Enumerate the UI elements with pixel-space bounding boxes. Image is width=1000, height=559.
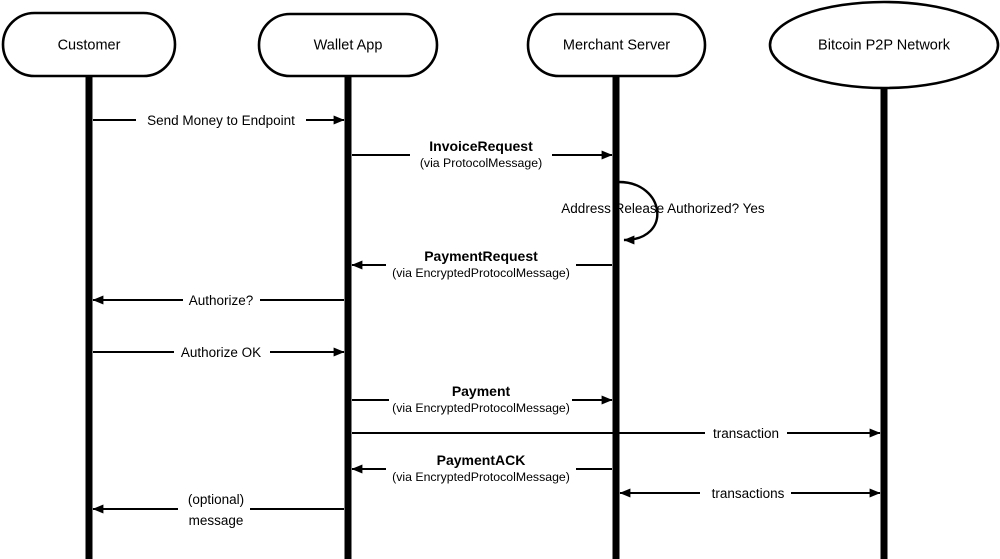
message-sublabel: (via ProtocolMessage) [420, 156, 542, 170]
message-authorize-ok[interactable]: Authorize OK [93, 345, 345, 360]
message-label: Payment [452, 383, 511, 399]
message-paymentack[interactable]: PaymentACK (via EncryptedProtocolMessage… [351, 452, 612, 484]
message-paymentrequest[interactable]: PaymentRequest (via EncryptedProtocolMes… [351, 248, 612, 280]
participant-customer-label: Customer [58, 37, 121, 53]
message-sublabel: (via EncryptedProtocolMessage) [392, 401, 570, 415]
participant-network[interactable]: Bitcoin P2P Network [768, 0, 1000, 90]
participant-wallet[interactable]: Wallet App [257, 12, 439, 78]
message-address-release-authorized[interactable]: Address Release Authorized? Yes [561, 180, 765, 245]
message-label: PaymentRequest [424, 248, 538, 264]
message-transaction[interactable]: transaction [352, 426, 881, 441]
participant-wallet-label: Wallet App [314, 37, 383, 53]
message-sublabel: (via EncryptedProtocolMessage) [392, 470, 570, 484]
message-send-money-to-endpoint[interactable]: Send Money to Endpoint [93, 113, 345, 128]
message-invoicerequest[interactable]: InvoiceRequest (via ProtocolMessage) [352, 138, 613, 170]
message-payment[interactable]: Payment (via EncryptedProtocolMessage) [352, 383, 613, 415]
message-label: Address Release Authorized? Yes [561, 201, 765, 216]
participant-merchant-label: Merchant Server [563, 37, 670, 53]
message-label: Authorize OK [181, 345, 261, 360]
message-optional-message[interactable]: (optional) message [92, 492, 344, 528]
message-transactions[interactable]: transactions [619, 486, 881, 501]
message-label: InvoiceRequest [429, 138, 533, 154]
participant-network-label: Bitcoin P2P Network [818, 37, 951, 53]
participant-merchant[interactable]: Merchant Server [526, 12, 707, 78]
message-label: Send Money to Endpoint [147, 113, 295, 128]
participant-customer[interactable]: Customer [1, 11, 177, 78]
message-label: transactions [712, 486, 785, 501]
message-label: (optional) [188, 492, 244, 507]
self-loop-arc [618, 180, 659, 245]
message-label: transaction [713, 426, 779, 441]
message-authorize-question[interactable]: Authorize? [92, 293, 344, 308]
message-sublabel: message [189, 513, 244, 528]
message-label: Authorize? [189, 293, 254, 308]
message-sublabel: (via EncryptedProtocolMessage) [392, 266, 570, 280]
message-label: PaymentACK [437, 452, 526, 468]
